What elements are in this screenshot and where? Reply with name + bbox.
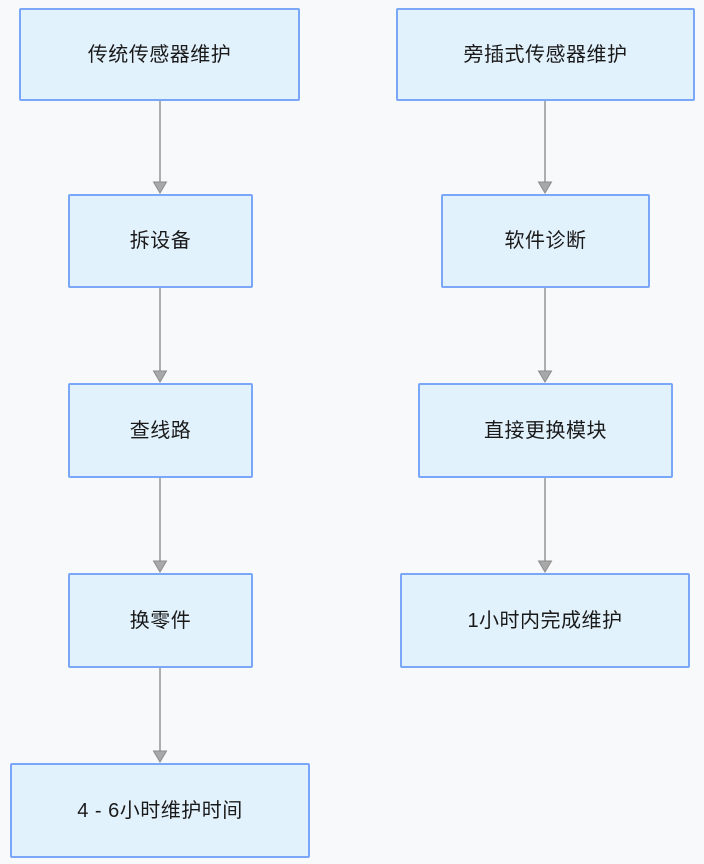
flowchart-edge-e6: [537, 288, 553, 383]
flowchart-node-label: 传统传感器维护: [87, 43, 232, 66]
arrowhead-icon: [537, 560, 553, 573]
flowchart-node-label: 软件诊断: [504, 230, 587, 252]
flowchart-node-n4[interactable]: 换零件: [68, 573, 253, 668]
flowchart-edge-e2: [152, 288, 168, 383]
flowchart-node-m2[interactable]: 软件诊断: [441, 194, 650, 288]
flowchart-node-label: 旁插式传感器维护: [463, 43, 628, 66]
flowchart-node-m4[interactable]: 1小时内完成维护: [400, 573, 690, 668]
flowchart-edge-e4: [152, 668, 168, 763]
flowchart-node-n5[interactable]: 4 - 6小时维护时间: [10, 763, 310, 858]
arrowhead-icon: [152, 370, 168, 383]
flowchart-node-label: 1小时内完成维护: [467, 609, 623, 632]
flowchart-node-label: 直接更换模块: [484, 419, 607, 442]
arrowhead-icon: [152, 750, 168, 763]
flowchart-node-label: 查线路: [129, 419, 192, 442]
flowchart-node-n2[interactable]: 拆设备: [68, 194, 253, 288]
flowchart-edge-e5: [537, 101, 553, 194]
flowchart-node-label: 4 - 6小时维护时间: [77, 799, 243, 822]
flowchart-node-n3[interactable]: 查线路: [68, 383, 253, 478]
arrowhead-icon: [152, 181, 168, 194]
arrowhead-icon: [537, 370, 553, 383]
flowchart-node-m3[interactable]: 直接更换模块: [418, 383, 673, 478]
arrowhead-icon: [152, 560, 168, 573]
flowchart-edge-e7: [537, 478, 553, 573]
flowchart-node-n1[interactable]: 传统传感器维护: [19, 8, 300, 101]
flowchart-edge-e1: [152, 101, 168, 194]
flowchart-node-label: 换零件: [129, 609, 192, 632]
flowchart-node-label: 拆设备: [129, 230, 192, 252]
flowchart-edge-e3: [152, 478, 168, 573]
arrowhead-icon: [537, 181, 553, 194]
flowchart-node-m1[interactable]: 旁插式传感器维护: [396, 8, 695, 101]
